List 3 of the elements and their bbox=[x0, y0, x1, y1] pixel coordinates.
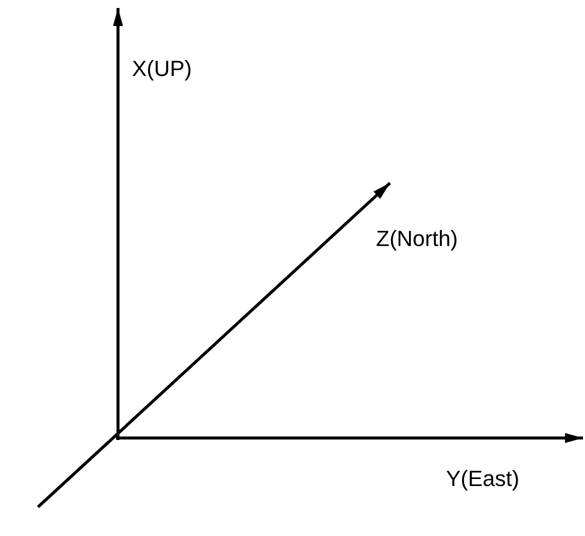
axis-label: Z(North) bbox=[376, 226, 458, 252]
axis-label: Y(East) bbox=[446, 466, 520, 492]
axis-label: X(UP) bbox=[132, 56, 192, 82]
